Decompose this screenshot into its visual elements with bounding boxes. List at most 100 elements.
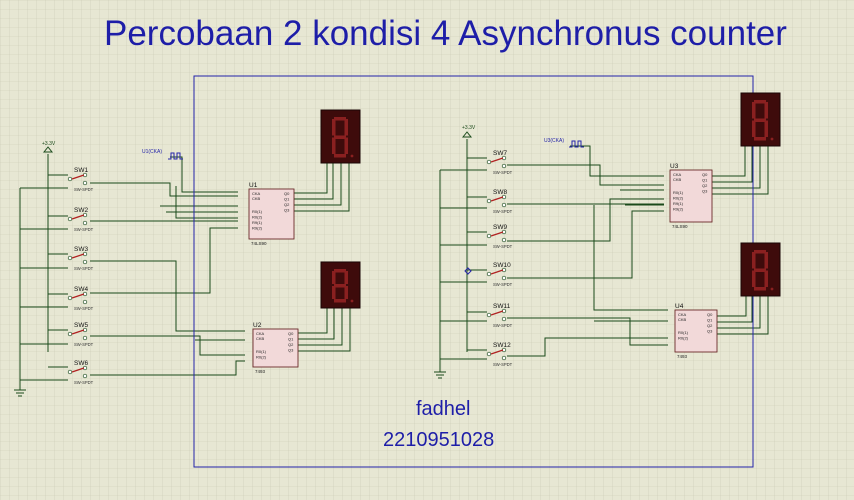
- switch-label: SW10: [493, 262, 511, 269]
- switch-type-label: SW-SPDT: [493, 323, 513, 328]
- chip-pin-label: R0(2): [678, 336, 689, 341]
- chip-ref-label: U2: [253, 322, 262, 329]
- switch-label: SW5: [74, 322, 88, 329]
- display-segment: [752, 102, 756, 119]
- display-u3: [740, 92, 781, 147]
- chip-pin-label: R0(2): [252, 215, 263, 220]
- chip-pin-label: CKA: [256, 331, 265, 336]
- chip-pin-label: CKB: [252, 196, 261, 201]
- chips-layer: U1CKACKBR0(1)R0(2)R9(1)R9(2)Q0Q1Q2Q374LS…: [248, 163, 718, 374]
- switch-type-label: SW-SPDT: [74, 380, 94, 385]
- switch-label: SW11: [493, 303, 511, 310]
- display-segment: [752, 120, 756, 137]
- chip-pin-label: Q2: [707, 323, 713, 328]
- chip-pin-label: Q3: [702, 189, 708, 194]
- display-segment: [344, 137, 348, 154]
- display-segment: [754, 287, 766, 291]
- wires-left: [19, 154, 351, 390]
- chip-pin-label: CKB: [256, 336, 265, 341]
- display-segment: [754, 118, 766, 122]
- chip-u3[interactable]: U3CKACKBR0(1)R0(2)R9(1)R9(2)Q0Q1Q2Q374LS…: [669, 163, 713, 229]
- switch-label: SW7: [493, 150, 507, 157]
- display-segment: [754, 100, 766, 104]
- chip-pin-label: Q0: [284, 191, 290, 196]
- display-segment: [332, 119, 336, 136]
- chip-pin-label: Q2: [288, 342, 294, 347]
- display-segment: [752, 252, 756, 269]
- chip-part-label: 7493: [255, 369, 266, 374]
- switch-label: SW2: [74, 207, 88, 214]
- display-segment: [754, 250, 766, 254]
- chip-pin-label: Q1: [702, 178, 708, 183]
- displays-layer: [320, 92, 781, 309]
- display-segment: [334, 269, 346, 273]
- chip-ref-label: U3: [670, 163, 679, 170]
- switch-type-label: SW-SPDT: [74, 187, 94, 192]
- chip-pin-label: Q0: [288, 331, 294, 336]
- chip-pin-label: Q2: [284, 202, 290, 207]
- chip-pin-label: Q0: [707, 312, 713, 317]
- display-u1: [320, 109, 361, 164]
- chip-u1[interactable]: U1CKACKBR0(1)R0(2)R9(1)R9(2)Q0Q1Q2Q374LS…: [248, 182, 295, 246]
- switch-type-label: SW-SPDT: [74, 342, 94, 347]
- switch-type-label: SW-SPDT: [493, 282, 513, 287]
- chip-pin-label: R0(2): [256, 355, 267, 360]
- switch-type-label: SW-SPDT: [493, 362, 513, 367]
- power-label-left: +3.3V: [42, 141, 56, 147]
- chip-pin-label: Q1: [288, 337, 294, 342]
- chip-pin-label: R9(2): [673, 207, 684, 212]
- clock-generator-right: [569, 140, 584, 148]
- chip-pin-label: Q1: [284, 197, 290, 202]
- ground-symbol-right: [434, 371, 446, 379]
- clock-label-right: U3(CKA): [544, 138, 564, 144]
- chip-part-label: 74LS90: [251, 241, 267, 246]
- wires-right: [439, 139, 769, 372]
- probe-marker: [464, 267, 472, 275]
- switch-type-label: SW-SPDT: [74, 266, 94, 271]
- display-segment: [334, 154, 346, 158]
- chip-pin-label: Q1: [707, 318, 713, 323]
- chip-ref-label: U1: [249, 182, 258, 189]
- chip-pin-label: CKA: [673, 172, 682, 177]
- switch-label: SW8: [493, 189, 507, 196]
- student-id-label: 2210951028: [383, 429, 495, 451]
- chip-pin-label: CKB: [673, 177, 682, 182]
- chip-pin-label: Q3: [288, 348, 294, 353]
- chip-pin-label: Q0: [702, 172, 708, 177]
- display-segment: [764, 102, 768, 119]
- display-segment: [334, 299, 346, 303]
- chip-pin-label: Q3: [707, 329, 713, 334]
- switch-type-label: SW-SPDT: [493, 209, 513, 214]
- chip-pin-label: R9(1): [252, 220, 263, 225]
- switches-layer: SW1SW-SPDTSW2SW-SPDTSW3SW-SPDTSW4SW-SPDT…: [67, 150, 513, 385]
- chip-pin-label: Q2: [702, 183, 708, 188]
- switch-label: SW9: [493, 224, 507, 231]
- display-segment: [344, 286, 348, 299]
- switch-type-label: SW-SPDT: [74, 227, 94, 232]
- display-segment: [344, 271, 348, 284]
- switch-label: SW3: [74, 246, 88, 253]
- display-segment: [334, 284, 346, 288]
- chip-ref-label: U4: [675, 303, 684, 310]
- chip-pin-label: R9(2): [252, 226, 263, 231]
- chip-pin-label: R0(1): [256, 349, 267, 354]
- display-segment: [334, 135, 346, 139]
- chip-pin-label: R0(1): [678, 330, 689, 335]
- switch-type-label: SW-SPDT: [74, 306, 94, 311]
- clock-generator-left: [168, 152, 183, 160]
